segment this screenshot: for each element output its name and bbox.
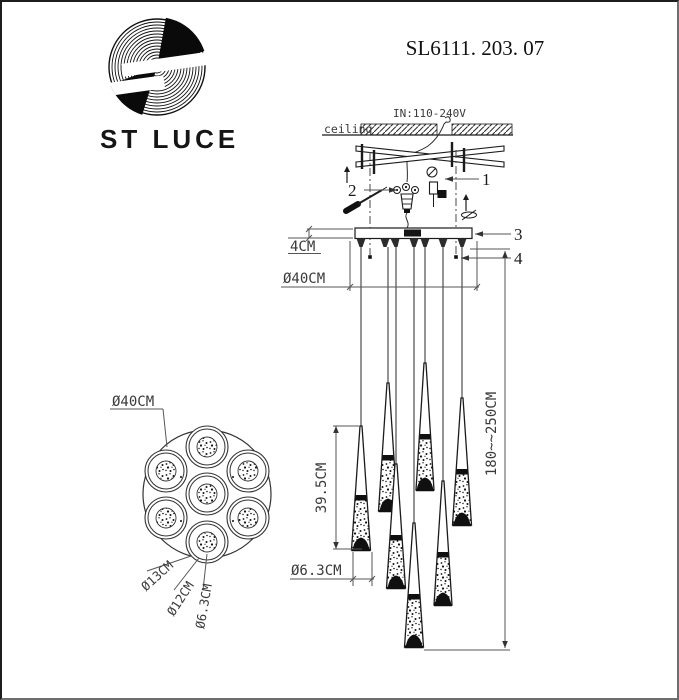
lift-arrow-icon xyxy=(344,166,350,183)
canopy-height-label: 4CM xyxy=(290,239,315,255)
plate-diameter-label: Ø40CM xyxy=(112,394,154,410)
push-up-arrow-icon xyxy=(463,194,469,211)
top-view-pendant xyxy=(185,520,229,564)
wire-exit-cones xyxy=(356,238,467,247)
top-view: Ø40CM Ø13CM Ø12CM Ø6.3CM xyxy=(110,394,272,630)
top-view-pendant xyxy=(226,449,270,493)
top-view-pendant xyxy=(226,496,270,540)
shade-diameter-label: Ø6.3CM xyxy=(192,583,215,630)
canopy-plate xyxy=(354,227,473,247)
canopy-driver-block xyxy=(404,229,421,237)
callout-4: 4 xyxy=(461,249,523,268)
ceiling-hatch-right xyxy=(451,123,513,136)
power-wire xyxy=(406,116,451,183)
callout-1: 1 xyxy=(445,170,491,189)
pendant-cone xyxy=(385,463,407,590)
pendant-cone xyxy=(403,522,425,649)
voltage-label: IN:110-240V xyxy=(393,107,466,120)
model-number: SL6111. 203. 07 xyxy=(405,36,545,60)
canopy-diameter-label: Ø40CM xyxy=(283,271,325,287)
callout-1-label: 1 xyxy=(482,170,491,189)
suspension-length-label: 180~~250CM xyxy=(484,392,500,476)
screw-icon xyxy=(426,166,447,207)
dim-canopy-height: 4CM xyxy=(288,225,353,255)
top-view-pendant xyxy=(185,472,229,516)
ceiling-hatch-left xyxy=(360,123,438,136)
top-view-plate-dim: Ø40CM xyxy=(110,394,168,448)
top-view-pendant xyxy=(144,449,188,493)
pendant-cone xyxy=(350,425,372,552)
dim-pendant-diameter: Ø6.3CM xyxy=(290,552,376,586)
callout-2-label: 2 xyxy=(348,181,357,200)
top-view-pendant xyxy=(185,425,229,469)
dim-canopy-diameter: Ø40CM xyxy=(281,241,481,291)
top-view-pendant xyxy=(144,496,188,540)
brand-name: ST LUCE xyxy=(100,124,240,154)
dim-pendant-height: 39.5CM xyxy=(314,425,362,550)
callout-3: 3 xyxy=(475,225,523,244)
pendant-cone xyxy=(415,362,435,492)
callout-3-label: 3 xyxy=(514,225,523,244)
ceiling-label: ceiling xyxy=(324,122,372,136)
pendant-wires xyxy=(360,247,463,523)
cable-adjuster-left xyxy=(368,255,372,259)
st-luce-logo-icon xyxy=(107,17,207,117)
terminal-connector-icon xyxy=(393,183,419,229)
ring-outer-label: Ø13CM xyxy=(138,557,176,593)
callout-2: 2 xyxy=(348,181,397,200)
ceiling-section: IN:110-240V ceiling xyxy=(322,107,513,183)
rotate-icon xyxy=(461,209,477,221)
dim-suspension-length: 180~~250CM xyxy=(424,248,510,651)
cable-adjuster-right xyxy=(454,255,458,259)
top-view-shade-dim: Ø6.3CM xyxy=(192,553,215,630)
pendant-height-label: 39.5CM xyxy=(314,463,330,514)
pendant-diameter-label: Ø6.3CM xyxy=(291,563,342,579)
callout-4-label: 4 xyxy=(514,249,523,268)
ring-inner-label: Ø12CM xyxy=(164,579,197,619)
pendant-cone xyxy=(451,397,473,527)
pendant-cone xyxy=(433,480,453,607)
mounting-bracket xyxy=(355,142,505,174)
pendant-cones xyxy=(350,362,473,649)
